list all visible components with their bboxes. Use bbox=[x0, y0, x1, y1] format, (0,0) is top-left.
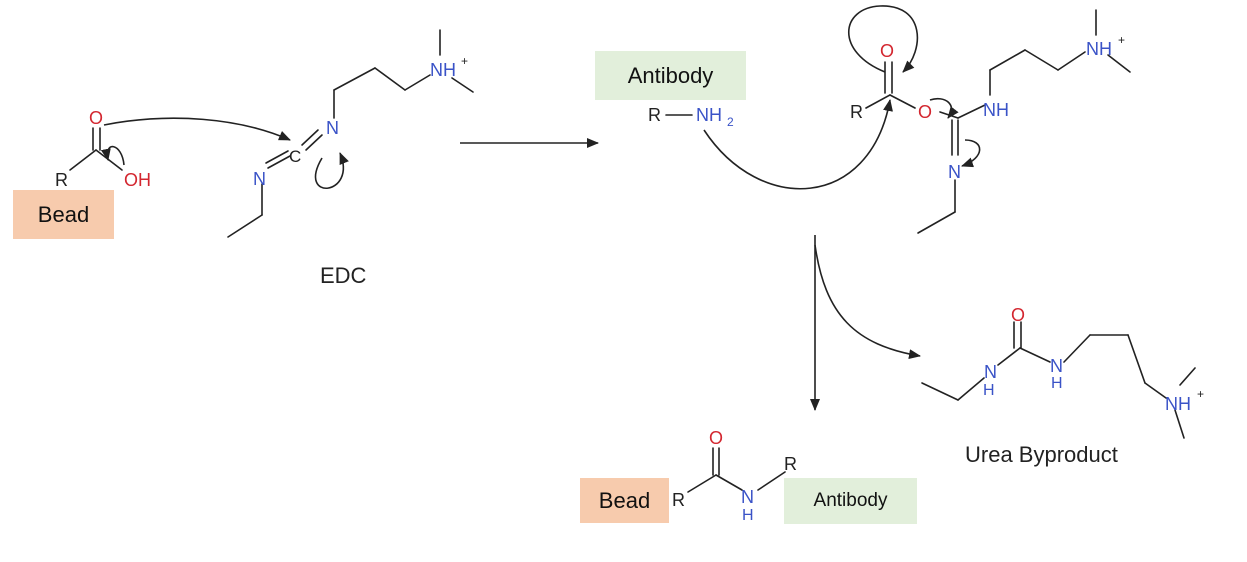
bond-propyl-n bbox=[404, 74, 431, 91]
atom-o-amide: O bbox=[709, 428, 723, 448]
bond-urea-propyl-3 bbox=[1127, 334, 1146, 384]
bond-c-nh-int bbox=[957, 104, 986, 119]
atom-n-urea-right: N bbox=[1050, 356, 1063, 376]
subscript-2: 2 bbox=[727, 115, 734, 129]
bond-n-c-left-b bbox=[265, 150, 289, 164]
reaction-arrow-byproduct bbox=[814, 244, 921, 360]
curved-arrow-n-int bbox=[961, 139, 981, 168]
atom-nh-plus-edc: NH bbox=[430, 60, 456, 80]
bead-label-product: Bead bbox=[580, 478, 669, 523]
bond-ethyl-int-2 bbox=[917, 211, 956, 234]
carboxylic-acid-molecule: R O OH bbox=[55, 108, 151, 190]
curved-arrow-amine-attack bbox=[703, 99, 893, 190]
atom-n-edc-left: N bbox=[253, 169, 266, 189]
charge-plus-int: + bbox=[1118, 33, 1125, 47]
bond-n-c-left-a bbox=[267, 155, 291, 169]
edc-caption: EDC bbox=[320, 263, 367, 288]
bond-r-c bbox=[69, 149, 97, 171]
atom-nh-plus-urea: NH bbox=[1165, 394, 1191, 414]
bond-r-c-amide bbox=[687, 474, 717, 493]
urea-byproduct-caption: Urea Byproduct bbox=[965, 442, 1118, 467]
o-acylisourea-intermediate: R O O NH N NH + bbox=[847, 5, 1131, 234]
atom-h-amide: H bbox=[742, 507, 754, 524]
bond-nme-urea-down bbox=[1174, 409, 1185, 439]
curved-arrow-attack-edc bbox=[103, 117, 291, 141]
atom-c-edc: C bbox=[289, 147, 301, 166]
urea-byproduct-molecule: N H O N H NH + bbox=[921, 305, 1204, 439]
atom-n-urea-left: N bbox=[984, 362, 997, 382]
antibody-label-product: Antibody bbox=[784, 478, 917, 524]
curved-arrow-oh bbox=[100, 145, 125, 166]
amide-product-molecule: R O N H R bbox=[672, 428, 797, 524]
bond-n-c-urea bbox=[997, 347, 1021, 366]
bond-c-n-right-a bbox=[305, 134, 323, 151]
curved-arrow-ester bbox=[929, 98, 959, 119]
bond-c-oh bbox=[95, 149, 123, 171]
atom-o-int-carbonyl: O bbox=[880, 41, 894, 61]
atom-r-int: R bbox=[850, 102, 863, 122]
atom-h-urea-right: H bbox=[1051, 375, 1063, 392]
bond-c-nh-urea bbox=[1019, 347, 1051, 363]
atom-n-edc-right: N bbox=[326, 118, 339, 138]
atom-oh-1: OH bbox=[124, 170, 151, 190]
bead-label-reactant: Bead bbox=[13, 190, 114, 239]
charge-plus-edc: + bbox=[461, 54, 468, 68]
atom-o-1: O bbox=[89, 108, 103, 128]
curved-arrow-edc-n bbox=[314, 152, 349, 190]
amine-molecule: R NH 2 bbox=[648, 105, 734, 129]
atom-r-amide-left: R bbox=[672, 490, 685, 510]
bond-ethyl-2 bbox=[227, 214, 263, 238]
bond-nme-int-right bbox=[1107, 54, 1131, 73]
bond-c-oester bbox=[889, 94, 916, 109]
antibody-label-reactant: Antibody bbox=[595, 51, 746, 100]
atom-nh-int: NH bbox=[983, 100, 1009, 120]
atom-nh-plus-int: NH bbox=[1086, 39, 1112, 59]
bond-ethyl-urea-n bbox=[957, 377, 985, 401]
bond-urea-propyl-1 bbox=[1063, 334, 1091, 363]
charge-plus-urea: + bbox=[1197, 387, 1204, 401]
bond-ethyl-urea-1 bbox=[921, 382, 959, 401]
bond-propyl-3 bbox=[374, 67, 406, 91]
atom-n-int: N bbox=[948, 162, 961, 182]
atom-o-int-ester: O bbox=[918, 102, 932, 122]
atom-n-amide: N bbox=[741, 487, 754, 507]
atom-r-amine: R bbox=[648, 105, 661, 125]
bond-urea-propyl-n bbox=[1144, 382, 1167, 399]
bond-c-n-amide bbox=[715, 474, 743, 491]
bond-propyl-int-3 bbox=[1024, 49, 1059, 71]
bond-propyl-int-2 bbox=[989, 49, 1026, 71]
bond-propyl-2 bbox=[333, 67, 376, 91]
edc-molecule: N C N NH + bbox=[227, 29, 474, 238]
bond-nme-right bbox=[451, 77, 474, 93]
atom-o-urea: O bbox=[1011, 305, 1025, 325]
bond-propyl-int-n bbox=[1057, 51, 1086, 71]
bond-c-n-right-b bbox=[301, 129, 319, 146]
bond-r-c-int bbox=[865, 94, 891, 109]
atom-nh2: NH bbox=[696, 105, 722, 125]
loop-arrow-carbonyl bbox=[847, 5, 919, 73]
atom-h-urea-left: H bbox=[983, 382, 995, 399]
atom-r-1: R bbox=[55, 170, 68, 190]
bond-n-r-amide bbox=[757, 471, 786, 491]
bond-nme-urea-up bbox=[1179, 367, 1196, 386]
atom-r-amide-right: R bbox=[784, 454, 797, 474]
